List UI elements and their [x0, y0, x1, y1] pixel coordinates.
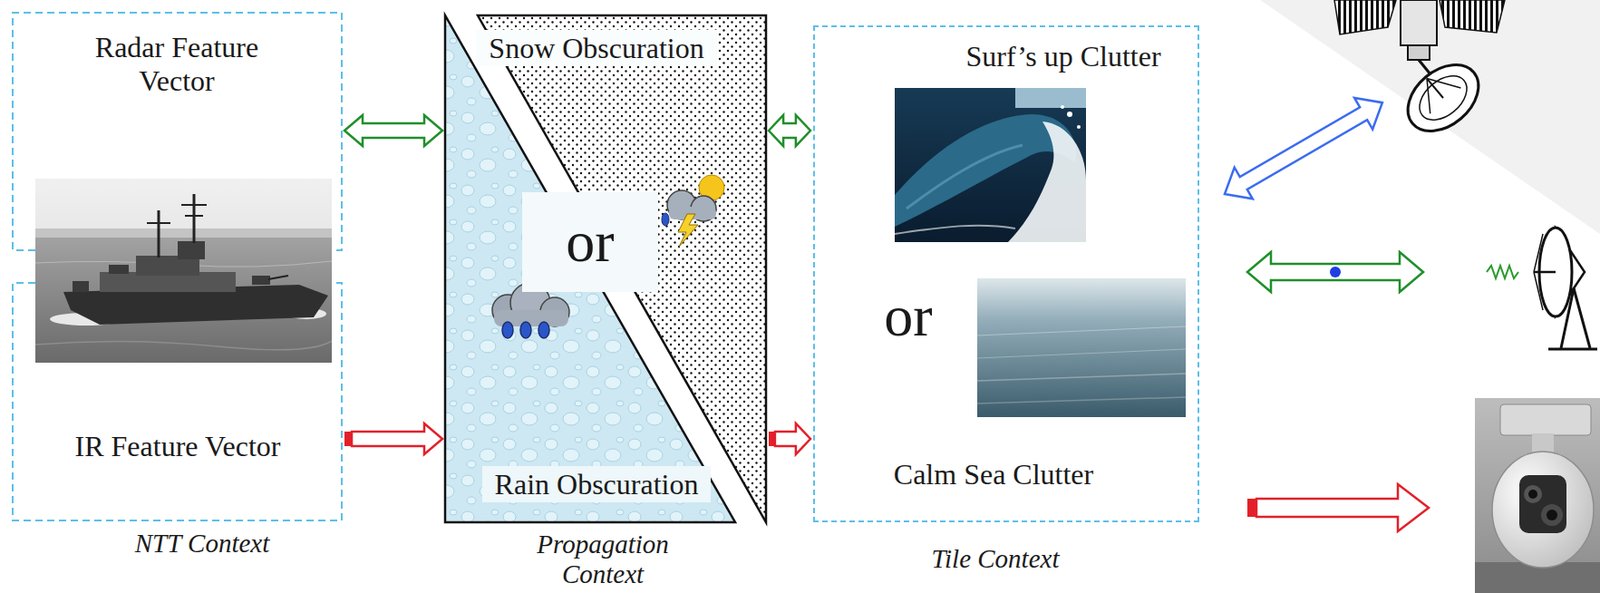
node-text: or: [882, 282, 934, 350]
radar-symbol: [1486, 227, 1598, 350]
context-label: Tile Context: [930, 543, 1062, 574]
double-arrow: [768, 115, 811, 146]
storm-icon: [661, 174, 725, 247]
node-text: Surf’s up Clutter: [963, 39, 1163, 74]
calm-sea-photo: [977, 278, 1186, 417]
node-text: Snow Obscuration: [475, 29, 717, 68]
surf-photo: [894, 87, 1087, 243]
signal-arrow: [344, 423, 443, 455]
node-text: IR Feature Vector: [73, 429, 283, 464]
ship-photo: [35, 178, 332, 363]
satellite-link-arrow: [1215, 87, 1392, 210]
ir-link-arrow: [1247, 484, 1429, 532]
feature-box: Radar Feature Vector: [12, 12, 342, 251]
arrow-outline: [775, 423, 811, 455]
outline-path: [12, 12, 342, 251]
outline-path: [445, 15, 767, 523]
feature-box: IR Feature Vector: [12, 282, 342, 521]
node-text: Radar Feature Vector: [63, 30, 291, 98]
propagation-panel: Snow Obscuration orRain Obscuration: [445, 15, 767, 523]
context-label: Propagation Context: [516, 529, 689, 591]
outline-path: [12, 282, 342, 521]
ir-camera-photo: [1474, 397, 1600, 593]
context-label: NTT Context: [133, 528, 272, 559]
signal-arrow: [768, 423, 811, 455]
arrow-outline: [344, 115, 443, 146]
tile-box: Surf’s up Clutter orCalm Sea Clutter: [813, 25, 1200, 523]
arrow-outline: [768, 115, 811, 146]
arrow-outline: [351, 423, 443, 455]
node-text: Rain Obscuration: [482, 465, 712, 504]
node-text: Calm Sea Clutter: [892, 457, 1096, 492]
node-text: or: [522, 192, 658, 292]
dashed-outline: [12, 282, 342, 521]
radar-link-arrow: [1247, 252, 1424, 292]
double-arrow: [344, 115, 443, 146]
satellite-symbol: [1260, 0, 1600, 234]
